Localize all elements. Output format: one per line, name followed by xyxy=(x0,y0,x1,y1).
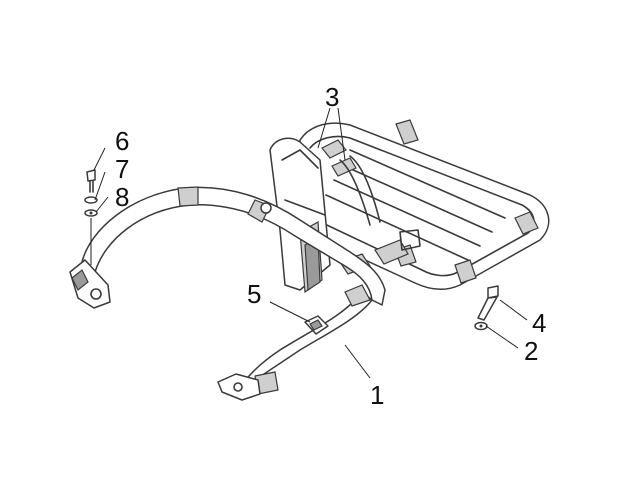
carrier-tube-frame xyxy=(69,186,386,401)
clip-nut-part-5 xyxy=(304,315,329,335)
callout-5: 5 xyxy=(247,279,261,309)
luggage-rack xyxy=(299,119,550,291)
callout-6: 6 xyxy=(115,126,129,156)
callout-4: 4 xyxy=(532,308,546,338)
leader-lines xyxy=(93,107,528,379)
left-fastener-stack xyxy=(84,169,98,265)
callout-2: 2 xyxy=(524,336,538,366)
callout-8: 8 xyxy=(115,182,129,212)
callout-1: 1 xyxy=(370,380,384,410)
callout-3: 3 xyxy=(325,82,339,112)
callout-7: 7 xyxy=(115,154,129,184)
right-fastener-stack xyxy=(474,285,499,331)
